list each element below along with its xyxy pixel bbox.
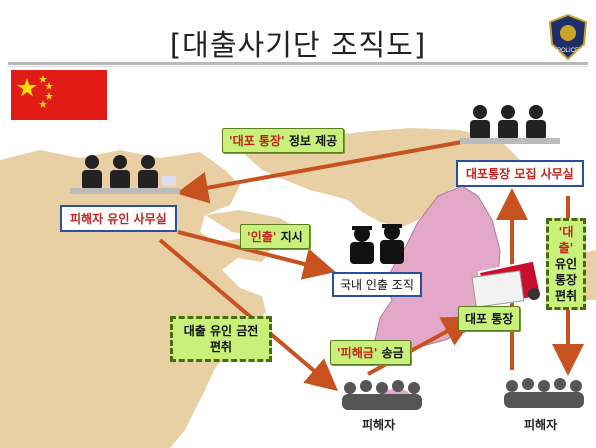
domestic-team-icon — [350, 224, 404, 264]
arrow-lure-to-victims — [158, 238, 339, 392]
victims-right-icon — [504, 378, 584, 408]
china-flag-icon — [11, 70, 107, 120]
loan-lure-label: 대출 유인 금전 편취 — [170, 316, 272, 362]
victims-left-label: 피해자 — [362, 418, 396, 432]
arrow-lure-to-domestic — [177, 230, 336, 280]
badge-text: POLICE — [557, 48, 579, 54]
bank-account-label: 대포 통장 — [458, 306, 521, 331]
info-provide-label: '대포 통장' 정보 제공 — [222, 128, 345, 153]
arrow-info-to-lure — [176, 140, 463, 204]
withdraw-order-label: '인출' 지시 — [240, 224, 310, 249]
lure-office-people-icon — [70, 155, 180, 194]
title-rule — [8, 62, 588, 65]
northeast-landmass — [240, 128, 520, 228]
arrow-victims-to-account — [367, 316, 476, 376]
title-rule-thin — [8, 66, 588, 67]
loan-account-label: '대출' 유인 통장 편취 — [546, 218, 586, 310]
recruit-office-people-icon — [460, 105, 560, 144]
police-badge-icon: POLICE — [548, 14, 588, 60]
victims-right-label: 피해자 — [524, 418, 558, 432]
domestic-team-label: 국내 인출 조직 — [332, 272, 422, 297]
recruit-office-label: 대포통장 모집 사무실 — [456, 160, 584, 187]
page-title: [대출사기단 조직도] — [169, 28, 427, 62]
loss-remit-label: '피해금' 송금 — [330, 340, 411, 365]
lure-office-label: 피해자 유인 사무실 — [60, 205, 177, 232]
bankbook-icon — [471, 259, 543, 309]
victims-left-icon — [342, 380, 422, 410]
